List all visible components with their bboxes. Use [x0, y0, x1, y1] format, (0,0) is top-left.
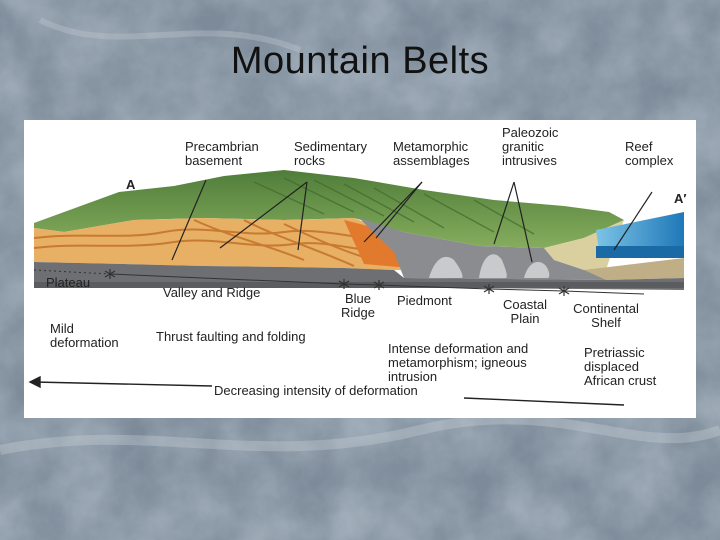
slide-title: Mountain Belts	[0, 40, 720, 83]
region-continental-shelf: Continental Shelf	[560, 302, 652, 330]
region-piedmont: Piedmont	[397, 294, 452, 308]
region-plateau: Plateau	[46, 276, 90, 290]
mountain-belt-diagram: Precambrian basement Sedimentary rocks M…	[24, 120, 696, 418]
deformation-thrust-faulting: Thrust faulting and folding	[156, 330, 306, 344]
callout-paleozoic-granitic-intrusives: Paleozoic granitic intrusives	[502, 126, 558, 168]
deformation-pretriassic: Pretriassic displaced African crust	[584, 346, 656, 388]
region-coastal-plain: Coastal Plain	[494, 298, 556, 326]
arrow-label: Decreasing intensity of deformation	[214, 384, 418, 398]
deformation-mild: Mild deformation	[50, 322, 119, 350]
callout-sedimentary-rocks: Sedimentary rocks	[294, 140, 367, 168]
callout-metamorphic-assemblages: Metamorphic assemblages	[393, 140, 470, 168]
callout-reef-complex: Reef complex	[625, 140, 673, 168]
region-blue-ridge: Blue Ridge	[334, 292, 382, 320]
callout-precambrian-basement: Precambrian basement	[185, 140, 259, 168]
deformation-intense: Intense deformation and metamorphism; ig…	[388, 342, 528, 384]
section-marker-end: A′	[674, 192, 687, 206]
section-marker-start: A	[126, 178, 135, 192]
region-valley-and-ridge: Valley and Ridge	[163, 286, 260, 300]
